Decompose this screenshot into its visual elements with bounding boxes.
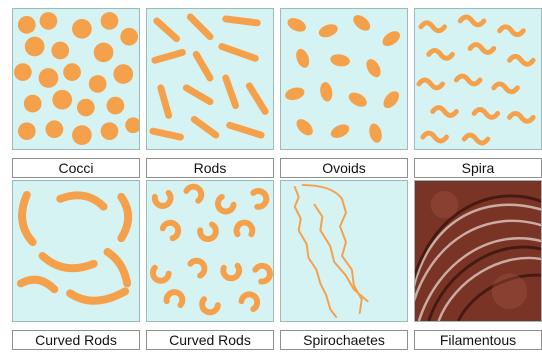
- filamentous-image: [414, 180, 542, 322]
- ovoids-label: Ovoids: [280, 158, 408, 178]
- curved-rods-label: Curved Rods: [12, 330, 140, 350]
- rods-label: Rods: [146, 158, 274, 178]
- curved-rods-bent-icon: [147, 181, 273, 321]
- filamentous-icon: [415, 181, 541, 321]
- rods-icon: [147, 9, 273, 149]
- curved-rods-bent-label: Curved Rods: [146, 330, 274, 350]
- spirochaetes-label: Spirochaetes: [280, 330, 408, 350]
- cocci-icon: [13, 9, 139, 149]
- curved-rods-bent-image: [146, 180, 274, 322]
- curved-rods-image: [12, 180, 140, 322]
- filamentous-label: Filamentous: [414, 330, 542, 350]
- spira-icon: [415, 9, 541, 149]
- ovoids-icon: [281, 9, 407, 149]
- curved-rods-icon: [13, 181, 139, 321]
- ovoids-image: [280, 8, 408, 150]
- cocci-image: [12, 8, 140, 150]
- spirochaetes-icon: [281, 181, 407, 321]
- cocci-label: Cocci: [12, 158, 140, 178]
- rods-image: [146, 8, 274, 150]
- spira-image: [414, 8, 542, 150]
- spirochaetes-image: [280, 180, 408, 322]
- spira-label: Spira: [414, 158, 542, 178]
